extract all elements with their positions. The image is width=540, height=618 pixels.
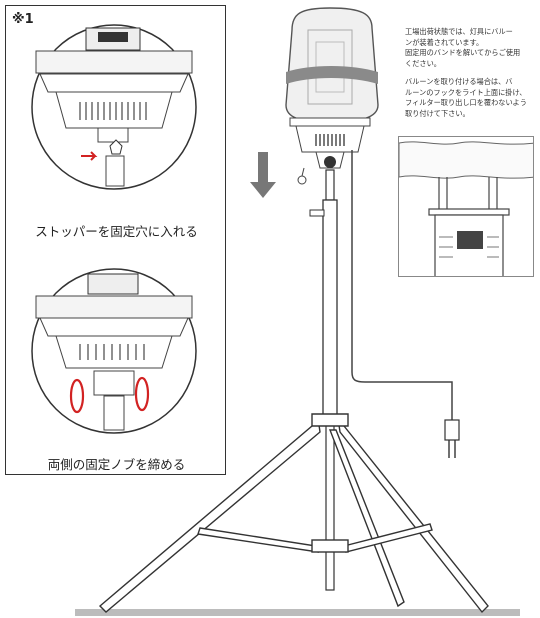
balloon-lamp xyxy=(285,7,379,185)
balloon-inset xyxy=(398,136,534,277)
note-factory-state: 工場出荷状態では、灯具にバルー ンが装着されています。 固定用のバンドを解いてか… xyxy=(405,27,521,68)
knob-detail xyxy=(31,268,197,434)
tripod-pole xyxy=(309,169,338,591)
caption-stopper: ストッパーを固定穴に入れる xyxy=(35,224,198,239)
note-mark: ※1 xyxy=(12,12,34,27)
power-cable xyxy=(351,150,453,420)
caption-knobs: 両側の固定ノブを締める xyxy=(47,457,186,472)
balloon-hook-detail xyxy=(399,141,533,276)
red-arrow-icon xyxy=(81,151,98,161)
ground-line xyxy=(75,609,520,616)
down-arrow-icon xyxy=(250,152,276,198)
detail-panel: ※1 ストッパーを固定穴に xyxy=(5,5,226,475)
note-balloon-attach: バルーンを取り付ける場合は、バ ルーンのフックをライト上面に掛け、 フィルター取… xyxy=(405,77,527,118)
stopper-detail xyxy=(31,24,197,190)
band xyxy=(286,66,378,84)
tripod-legs xyxy=(98,413,489,614)
detail-illustrations xyxy=(31,24,197,434)
plug-icon xyxy=(444,419,460,458)
instruction-notes: 工場出荷状態では、灯具にバルー ンが装着されています。 固定用のバンドを解いてか… xyxy=(405,27,535,127)
